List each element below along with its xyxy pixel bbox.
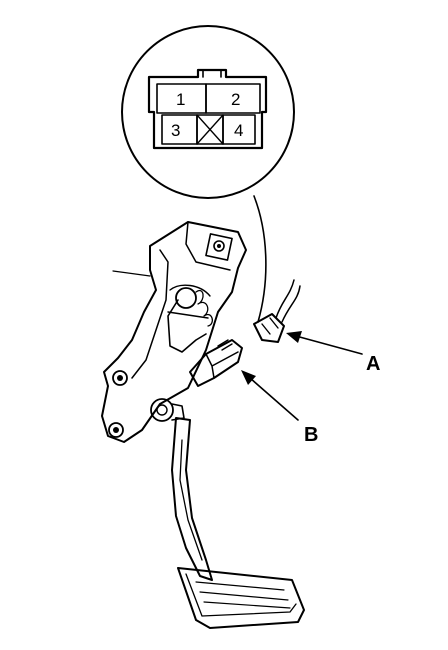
callout-b-arrow bbox=[241, 370, 299, 421]
pedal-pad bbox=[177, 567, 305, 629]
pin-label-3: 3 bbox=[171, 121, 180, 140]
pin-label-4: 4 bbox=[234, 121, 243, 140]
pin-label-2: 2 bbox=[231, 90, 240, 109]
detail-leader-line bbox=[253, 195, 267, 323]
callout-label-b: B bbox=[304, 424, 318, 446]
pedal-arm bbox=[171, 417, 213, 581]
brake-light-switch bbox=[189, 339, 243, 387]
pedal-assembly bbox=[101, 221, 305, 629]
switch-connector bbox=[253, 279, 301, 343]
connector-detail-view: 1 2 3 4 bbox=[121, 25, 295, 199]
bolt-left bbox=[112, 370, 128, 386]
bolt-lower bbox=[108, 422, 124, 438]
detail-circle bbox=[121, 25, 295, 199]
callout-label-a: A bbox=[366, 353, 380, 375]
pin-label-1: 1 bbox=[176, 90, 185, 109]
no-pin-cross-icon bbox=[196, 114, 224, 145]
connector-face: 1 2 3 4 bbox=[147, 68, 268, 150]
pedal-bracket bbox=[101, 221, 247, 443]
callout-a-arrow bbox=[286, 331, 363, 355]
